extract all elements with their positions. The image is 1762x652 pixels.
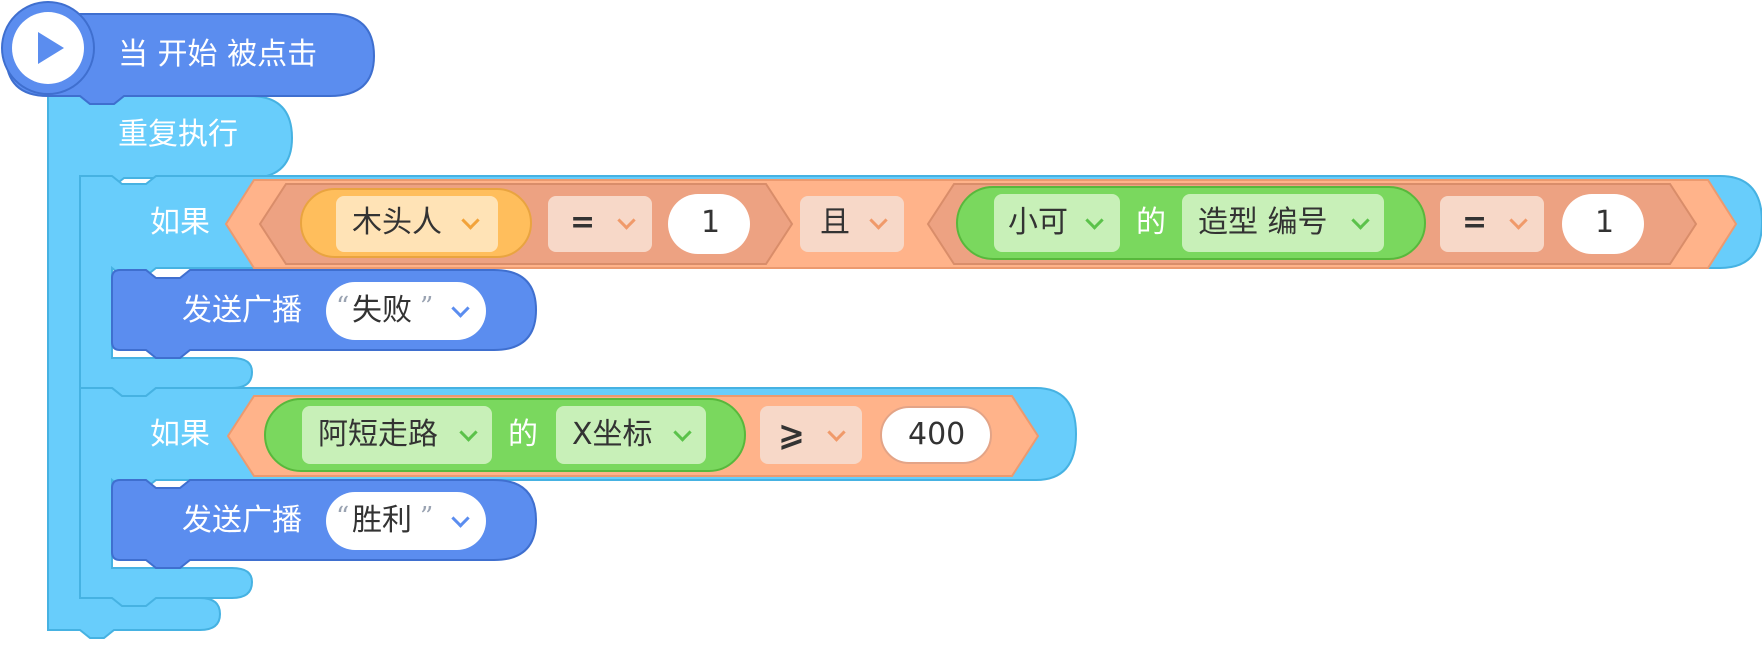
logic-and-dropdown[interactable]	[800, 196, 904, 252]
property-name: 造型 编号	[1198, 205, 1328, 240]
of-label-2: 的	[508, 417, 538, 452]
logic-and-label: 且	[820, 205, 850, 240]
property-name-2: X坐标	[572, 417, 653, 452]
play-icon[interactable]	[38, 32, 64, 64]
number-input-2-value: 1	[1595, 205, 1615, 240]
operator-dropdown-equals-1[interactable]	[548, 196, 652, 252]
number-input-2[interactable]	[1562, 194, 1644, 254]
operator-gte: ⩾	[778, 415, 805, 453]
number-input-3[interactable]	[880, 406, 992, 464]
broadcast2-close-quote: ”	[420, 502, 434, 532]
sprite-name-2: 阿短走路	[318, 417, 438, 452]
operator-equals-1: =	[570, 205, 596, 240]
if2-label[interactable]: 如果	[150, 417, 210, 452]
broadcast2-message-dropdown[interactable]	[326, 492, 486, 550]
broadcast1-message-dropdown[interactable]	[326, 282, 486, 340]
broadcast2-label[interactable]: 发送广播	[182, 503, 302, 538]
broadcast1-open-quote: “	[336, 292, 350, 322]
operator-dropdown-gte[interactable]	[760, 406, 862, 464]
broadcast1-label[interactable]: 发送广播	[182, 293, 302, 328]
operator-equals-2: =	[1462, 205, 1488, 240]
number-input-1[interactable]	[668, 194, 750, 254]
variable-dropdown[interactable]	[336, 196, 498, 252]
hat-block-label[interactable]: 当 开始 被点击	[118, 37, 318, 72]
broadcast1-close-quote: ”	[420, 292, 434, 322]
sprite-name: 小可	[1008, 205, 1068, 240]
property-dropdown[interactable]	[1182, 194, 1384, 252]
repeat-block-label[interactable]: 重复执行	[118, 117, 238, 152]
variable-name: 木头人	[352, 205, 442, 240]
sprite-dropdown-2[interactable]	[302, 406, 492, 464]
broadcast2-open-quote: “	[336, 502, 350, 532]
number-input-3-value: 400	[908, 417, 966, 452]
property-dropdown-2[interactable]	[556, 406, 706, 464]
of-label: 的	[1136, 205, 1166, 240]
broadcast1-message: 失败	[352, 293, 412, 328]
number-input-1-value: 1	[701, 205, 721, 240]
sprite-dropdown[interactable]	[994, 194, 1120, 252]
operator-dropdown-equals-2[interactable]	[1440, 196, 1544, 252]
if1-label[interactable]: 如果	[150, 205, 210, 240]
broadcast2-message: 胜利	[352, 503, 412, 538]
